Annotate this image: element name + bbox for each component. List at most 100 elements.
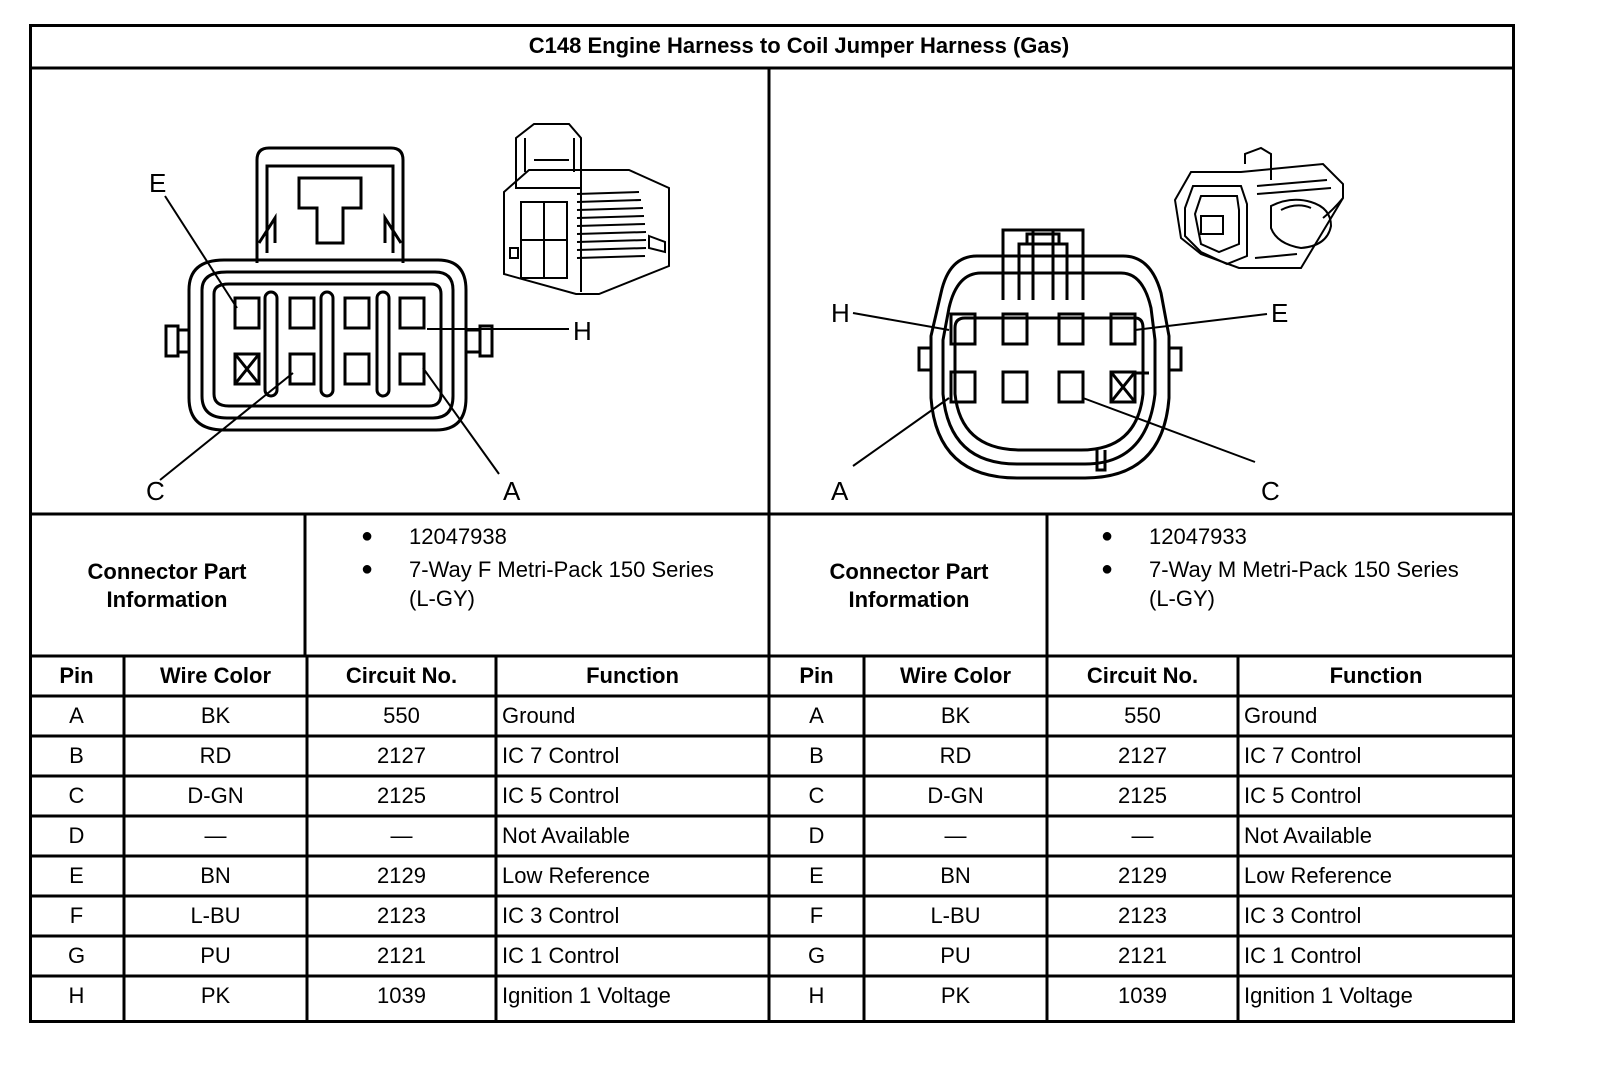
wire-color-cell: RD <box>939 743 972 768</box>
pin-cell: F <box>809 903 824 928</box>
function-cell: IC 3 Control <box>502 903 620 928</box>
pin-cell: G <box>807 943 826 968</box>
pin-cell: D <box>808 823 825 848</box>
page-title: C148 Engine Harness to Coil Jumper Harne… <box>528 33 1070 58</box>
function-cell: IC 1 Control <box>502 943 620 968</box>
circuit-cell: 2127 <box>1118 743 1167 768</box>
function-cell: IC 3 Control <box>1244 903 1362 928</box>
pin-cell: H <box>68 983 85 1008</box>
wire-color-cell: BK <box>200 703 231 728</box>
circuit-cell: 1039 <box>377 983 426 1008</box>
function-cell: Ground <box>502 703 576 728</box>
wire-color-cell: PU <box>200 943 231 968</box>
cpi-label-line1: Connector Part <box>829 559 989 584</box>
callout-h: H <box>573 316 592 346</box>
wire-color-cell: — <box>204 823 227 848</box>
function-cell: IC 5 Control <box>1244 783 1362 808</box>
circuit-cell: 2123 <box>377 903 426 928</box>
header-function: Function <box>586 663 679 688</box>
wire-color-cell: — <box>944 823 967 848</box>
function-cell: Not Available <box>1244 823 1373 848</box>
callout-c: C <box>146 476 165 506</box>
cpi-label-line2: Information <box>848 587 970 612</box>
function-cell: Low Reference <box>1244 863 1392 888</box>
circuit-cell: 550 <box>1124 703 1161 728</box>
function-cell: IC 5 Control <box>502 783 620 808</box>
pin-cell: G <box>67 943 86 968</box>
circuit-cell: — <box>1131 823 1154 848</box>
cpi-item-cont: (L-GY) <box>409 586 769 612</box>
part-number: 12047938 <box>409 524 507 549</box>
pin-cell: A <box>69 703 84 728</box>
wire-color-cell: PU <box>940 943 971 968</box>
pin-cell: E <box>69 863 84 888</box>
function-cell: Low Reference <box>502 863 650 888</box>
wire-color-cell: PK <box>940 983 971 1008</box>
header-pin: Pin <box>799 663 834 688</box>
right-cpi-label: Connector Part Information <box>771 516 1047 656</box>
cpi-item: ●7-Way F Metri-Pack 150 Series <box>361 557 714 582</box>
callout-a: A <box>503 476 521 506</box>
wire-color-cell: D-GN <box>927 783 984 808</box>
wire-color-cell: PK <box>200 983 231 1008</box>
circuit-cell: 550 <box>383 703 420 728</box>
function-cell: IC 7 Control <box>1244 743 1362 768</box>
wire-color-cell: BN <box>940 863 971 888</box>
connector-sheet: C148 Engine Harness to Coil Jumper Harne… <box>29 24 1569 1060</box>
circuit-cell: — <box>390 823 413 848</box>
wire-color-cell: L-BU <box>190 903 241 928</box>
circuit-cell: 2123 <box>1118 903 1167 928</box>
cpi-item: ●7-Way M Metri-Pack 150 Series <box>1101 557 1459 582</box>
header-wire-color: Wire Color <box>159 663 272 688</box>
callout-e: E <box>1271 298 1288 328</box>
header-pin: Pin <box>59 663 94 688</box>
callout-c: C <box>1261 476 1280 506</box>
part-color: (L-GY) <box>1149 586 1215 611</box>
left-cpi-list: ●12047938 ●7-Way F Metri-Pack 150 Series… <box>361 520 769 612</box>
callout-h: H <box>831 298 850 328</box>
function-cell: Ignition 1 Voltage <box>1244 983 1413 1008</box>
circuit-cell: 2121 <box>377 943 426 968</box>
circuit-cell: 2125 <box>1118 783 1167 808</box>
function-cell: Ignition 1 Voltage <box>502 983 671 1008</box>
circuit-cell: 2121 <box>1118 943 1167 968</box>
function-cell: Ground <box>1244 703 1318 728</box>
cpi-item: ●12047933 <box>1101 524 1247 549</box>
callout-e: E <box>149 168 166 198</box>
header-wire-color: Wire Color <box>899 663 1012 688</box>
wire-color-cell: D-GN <box>187 783 244 808</box>
pin-cell: D <box>68 823 85 848</box>
pin-cell: C <box>808 783 825 808</box>
circuit-cell: 2129 <box>1118 863 1167 888</box>
header-function: Function <box>1329 663 1423 688</box>
wire-color-cell: BN <box>200 863 231 888</box>
pin-cell: B <box>69 743 84 768</box>
left-cpi-label: Connector Part Information <box>29 516 305 656</box>
part-description: 7-Way F Metri-Pack 150 Series <box>409 557 714 582</box>
function-cell: IC 7 Control <box>502 743 620 768</box>
circuit-cell: 2125 <box>377 783 426 808</box>
part-number: 12047933 <box>1149 524 1247 549</box>
pin-cell: H <box>808 983 825 1008</box>
right-connector-diagram: H E A C <box>771 68 1541 518</box>
function-cell: IC 1 Control <box>1244 943 1362 968</box>
pin-cell: A <box>809 703 824 728</box>
cpi-item-cont: (L-GY) <box>1149 586 1509 612</box>
circuit-cell: 2127 <box>377 743 426 768</box>
wire-color-cell: L-BU <box>930 903 981 928</box>
right-cpi-list: ●12047933 ●7-Way M Metri-Pack 150 Series… <box>1101 520 1509 612</box>
cpi-label-line1: Connector Part <box>87 559 247 584</box>
part-description: 7-Way M Metri-Pack 150 Series <box>1149 557 1459 582</box>
part-color: (L-GY) <box>409 586 475 611</box>
circuit-cell: 2129 <box>377 863 426 888</box>
left-connector-diagram: E H C A <box>29 68 799 518</box>
header-circuit-no: Circuit No. <box>345 663 458 688</box>
cpi-label-line2: Information <box>106 587 228 612</box>
pin-cell: E <box>809 863 824 888</box>
cpi-item: ●12047938 <box>361 524 507 549</box>
pin-cell: C <box>68 783 85 808</box>
table-grid <box>29 24 1515 1023</box>
callout-a: A <box>831 476 849 506</box>
pin-cell: B <box>809 743 824 768</box>
wire-color-cell: BK <box>940 703 971 728</box>
